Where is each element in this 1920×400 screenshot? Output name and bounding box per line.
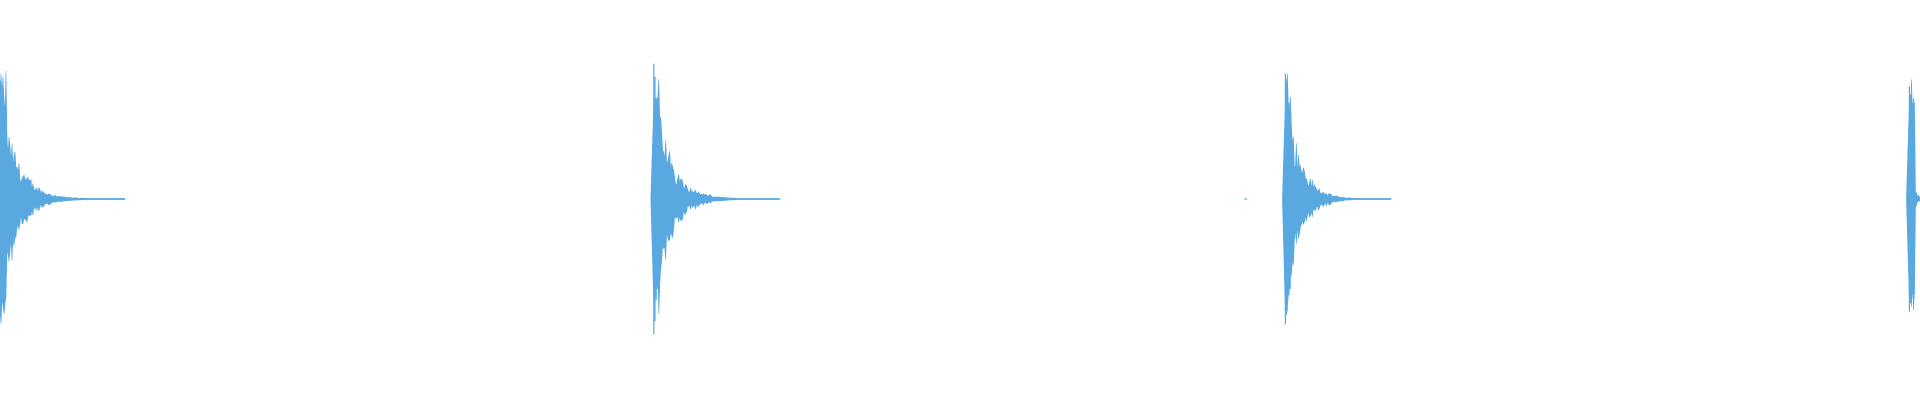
- transient-hit-1: [0, 71, 126, 324]
- transient-hit-3: [1282, 73, 1392, 316]
- transient-hit-2: [650, 79, 779, 314]
- waveform-signal: [0, 63, 1920, 335]
